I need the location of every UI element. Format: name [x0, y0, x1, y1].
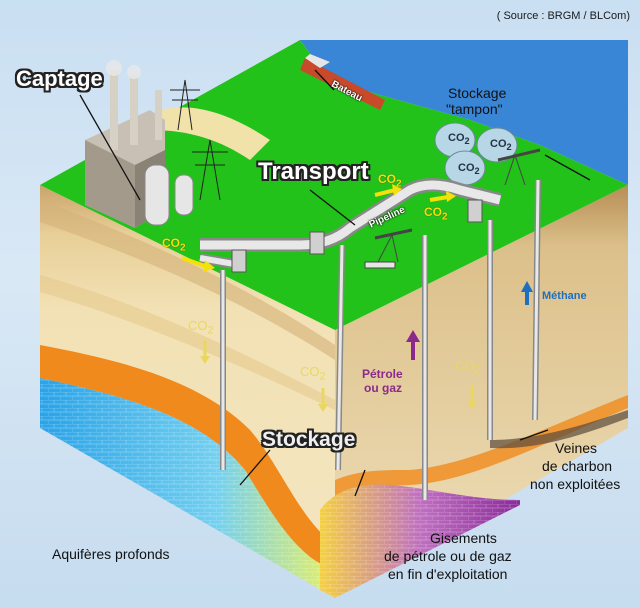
right-orange-layer — [335, 395, 628, 500]
methane-up-arrow — [521, 281, 533, 305]
captage-label: Captage — [16, 66, 103, 91]
oil-gas-label-1: Pétrole — [362, 367, 403, 381]
ship-icon — [300, 54, 385, 110]
coal-label-2: de charbon — [542, 458, 613, 474]
co2-label: CO2 — [162, 236, 186, 254]
front-strata-1 — [40, 200, 335, 360]
co2-faded-label: CO2 — [300, 364, 326, 383]
co2-faded-label: CO2 — [188, 318, 214, 337]
coal-label-1: Veines — [555, 440, 598, 456]
reservoir-label-1: Gisements — [430, 530, 497, 546]
tank-label: CO2 — [448, 132, 470, 147]
front-strata-2 — [40, 275, 335, 410]
stockage-label: Stockage — [262, 428, 356, 451]
power-pylon-icon — [170, 79, 228, 201]
power-plant-icon — [85, 60, 194, 228]
co2-label: CO2 — [424, 205, 448, 223]
tank-label: CO2 — [458, 162, 480, 177]
co2-down-arrow — [200, 340, 477, 412]
orange-layer — [40, 345, 335, 570]
source-credit: ( Source : BRGM / BLCom) — [496, 10, 630, 22]
beach — [150, 107, 270, 160]
tank-label: CO2 — [490, 138, 512, 153]
co2-faded-label: CO2 — [455, 358, 481, 377]
transport-label: Transport — [258, 158, 369, 185]
pumpjack-icon-2 — [497, 148, 541, 186]
methane-label: Méthane — [542, 290, 587, 302]
valve-icon — [231, 199, 483, 273]
buffer-storage-label-1: Stockage — [448, 85, 507, 101]
oil-up-arrow — [406, 330, 420, 360]
oil-gas-label-2: ou gaz — [364, 381, 402, 395]
reservoir-label-3: en fin d'exploitation — [388, 566, 508, 582]
sea — [300, 40, 628, 185]
pointer-lines — [79, 69, 591, 497]
buffer-storage-label-2: "tampon" — [446, 101, 503, 117]
pumpjack-icon — [364, 228, 413, 269]
coal-label-3: non exploitées — [530, 476, 621, 492]
co2-arrow — [181, 184, 456, 272]
reservoir-label-2: de pétrole ou de gaz — [384, 548, 512, 564]
buffer-storage-icon — [434, 122, 518, 186]
aquifer-label: Aquifères profonds — [52, 546, 170, 562]
co2-label: CO2 — [378, 172, 402, 190]
